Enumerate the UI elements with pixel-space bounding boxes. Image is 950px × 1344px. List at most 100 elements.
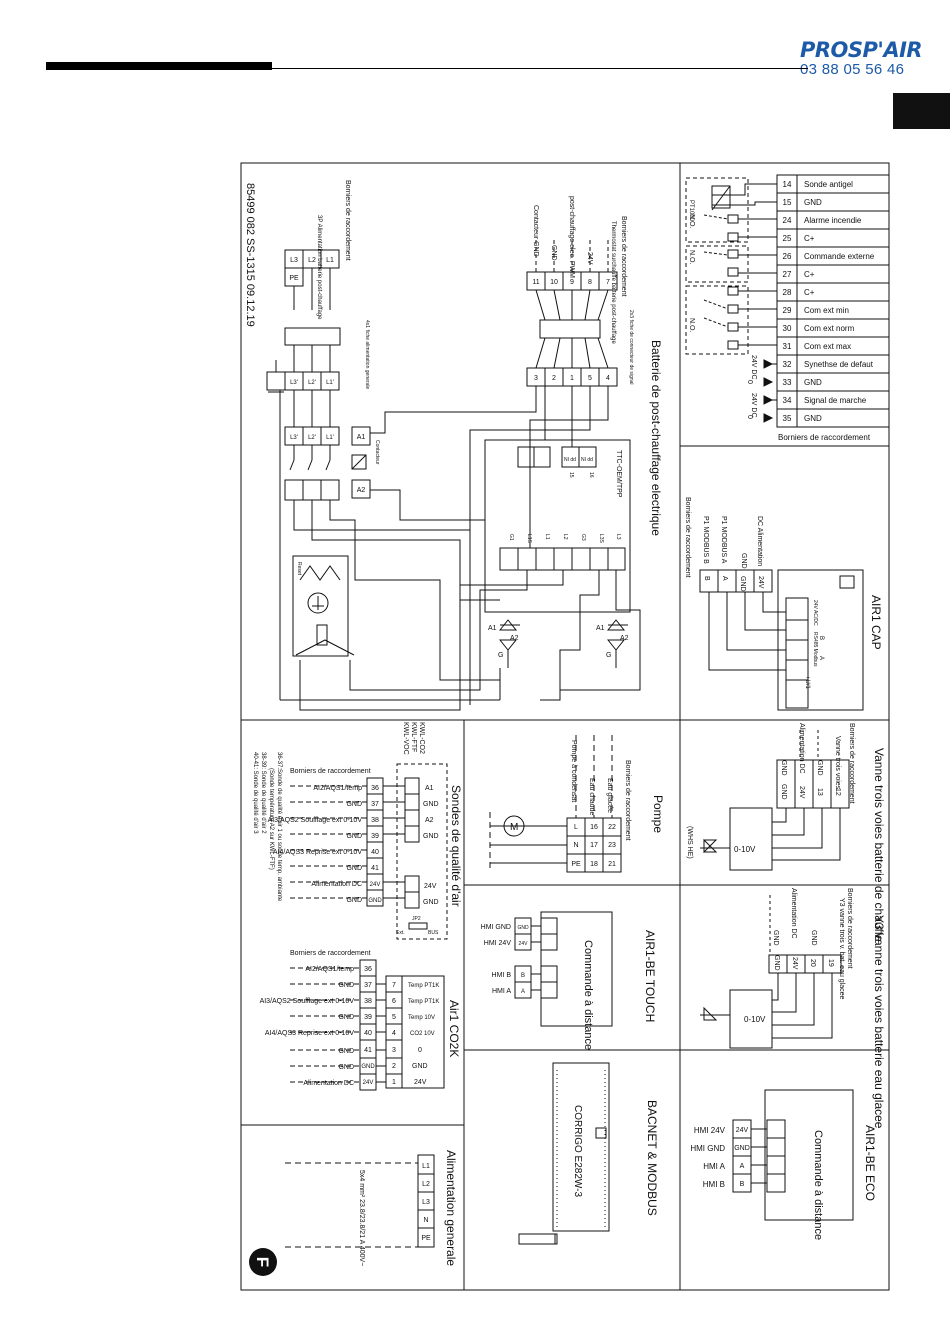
sondes-side-gnd1: GND bbox=[423, 801, 439, 808]
alim-term-l2: L2 bbox=[422, 1181, 430, 1188]
term-29: 29 bbox=[783, 306, 792, 315]
label-gnd-33: GND bbox=[804, 378, 822, 387]
co2k-pin-4: 4 bbox=[392, 1030, 396, 1037]
battery-pin-1: 1 bbox=[570, 375, 574, 382]
term-28: 28 bbox=[783, 288, 792, 297]
label-p1-modbus-b: P1 MODBUS B bbox=[702, 516, 709, 564]
battery-term-9: 9 bbox=[570, 279, 574, 286]
label-signal-marche: Signal de marche bbox=[804, 396, 867, 405]
co2k-term-38: 38 bbox=[364, 998, 372, 1005]
co2k-side-gnd: GND bbox=[412, 1063, 428, 1070]
sondes-model-voc: KWL-VOC bbox=[402, 722, 409, 755]
label-vanne-gnd2: GND bbox=[780, 760, 787, 776]
caption-sondes: Borniers de raccordement bbox=[290, 768, 371, 775]
y3-term-19: 19 bbox=[827, 959, 834, 967]
title-co2k: Air1 CO2K bbox=[447, 1000, 461, 1057]
label-c-plus-25: C+ bbox=[804, 234, 815, 243]
battery-pin-3: 3 bbox=[534, 375, 538, 382]
label-synthese-defaut: Synethse de defaut bbox=[804, 360, 874, 369]
eco-term-a: A bbox=[740, 1163, 745, 1170]
battery-power-plug-caption: 4x1 fiche alimentation generale bbox=[364, 320, 370, 389]
battery-row-pwm: post-chauffage elec. PWM bbox=[568, 196, 575, 278]
touch-term-b: B bbox=[521, 973, 525, 979]
triac2-a1: A1 bbox=[596, 625, 605, 632]
label-sonde-antigel: Sonde antigel bbox=[804, 180, 853, 189]
eco-term-gnd: GND bbox=[734, 1145, 750, 1152]
co2k-pin-6: 6 bbox=[392, 998, 396, 1005]
battery-term-l3: L3 bbox=[290, 257, 298, 264]
sondes-label-gnd39: GND bbox=[346, 833, 362, 840]
pompe-term-18: 18 bbox=[590, 861, 598, 868]
battery-contactor-a2: A2 bbox=[357, 487, 366, 494]
label-zero-2: 0 bbox=[746, 415, 753, 419]
label-p1-modbus-a: P1 MODBUS A bbox=[720, 516, 727, 564]
label-commande-externe: Commande externe bbox=[804, 252, 875, 261]
label-zero-1: 0 bbox=[746, 380, 753, 384]
caption-borniers-top: Borniers de raccordement bbox=[778, 433, 871, 442]
battery-row-gnd: GND bbox=[550, 245, 557, 261]
sondes-label-ai3: AI3/AQS2 Soufflage ext 0-10V bbox=[268, 817, 363, 824]
battery-contactor-label: Contacteur bbox=[374, 440, 380, 465]
term-32: 32 bbox=[783, 360, 792, 369]
cap-inner-rs485: RS485 Modbus bbox=[812, 632, 818, 667]
battery-contactor-a1: A1 bbox=[357, 434, 366, 441]
triac1-a1: A1 bbox=[488, 625, 497, 632]
label-com-ext-norm: Com ext norm bbox=[804, 324, 855, 333]
sondes-term-36: 36 bbox=[371, 785, 379, 792]
sondes-note-4: 40-41: Sonde de qualité d'air 3 bbox=[252, 752, 258, 834]
co2k-label-ai2: AI2/AQS1/temp bbox=[305, 966, 354, 973]
pompe-motor-m: M bbox=[510, 822, 518, 833]
battery-power-desc: 3P Alimentation batterie post-chauffage bbox=[316, 215, 322, 320]
vanne-term-gnd: GND bbox=[780, 784, 787, 800]
cap-inner-power: 24V AC/DC bbox=[812, 600, 818, 626]
label-24vdc-2: 24V DC bbox=[750, 393, 757, 418]
sondes-side-a2: A2 bbox=[425, 817, 434, 824]
ttc-pin-l1s: L1S bbox=[526, 534, 532, 544]
term-24: 24 bbox=[783, 216, 792, 225]
co2k-term-37: 37 bbox=[364, 982, 372, 989]
co2k-side-temp-pt1k-b: Temp PT1K bbox=[408, 999, 439, 1005]
label-y3-gnd: GND bbox=[810, 930, 817, 946]
label-cap-gnd: GND bbox=[740, 553, 747, 569]
ttc-pin-l1: L1 bbox=[544, 534, 550, 540]
pompe-term-22: 22 bbox=[608, 824, 616, 831]
co2k-pin-1: 1 bbox=[392, 1079, 396, 1086]
badge-letter: F bbox=[253, 1257, 272, 1267]
battery-term-11: 11 bbox=[532, 279, 539, 286]
title-sondes: Sondes de qualité d'air bbox=[449, 785, 463, 907]
label-dc-alim: DC Alimentation bbox=[756, 516, 763, 566]
term-15: 15 bbox=[783, 198, 792, 207]
touch-label-hmib: HMI B bbox=[492, 972, 512, 979]
caption-battery-signal: Borniers de raccordement bbox=[620, 216, 627, 297]
co2k-pin-5: 5 bbox=[392, 1014, 396, 1021]
label-com-ext-max: Com ext max bbox=[804, 342, 851, 351]
title-y3-vanne: Y3 vanne trois voies batterie eau glacee bbox=[872, 915, 886, 1129]
term-14: 14 bbox=[783, 180, 792, 189]
ttc-pin-l2: L2 bbox=[562, 534, 568, 540]
pompe-term-21: 21 bbox=[608, 861, 616, 868]
label-y3-gnd2: GND bbox=[772, 930, 779, 946]
term-35: 35 bbox=[783, 414, 792, 423]
label-c-plus-27: C+ bbox=[804, 270, 815, 279]
ttc-pin-l3: L3 bbox=[615, 534, 621, 540]
touch-label-hmi24v: HMI 24V bbox=[484, 940, 512, 947]
caption-air1-cap: Borniers de raccordement bbox=[684, 497, 691, 578]
ttc-ni-2: NI dd bbox=[581, 457, 593, 463]
label-vanne-alim: Alimentation DC bbox=[798, 723, 805, 774]
title-vanne-chaud: Vanne trois voies batterie de chauffe bbox=[872, 748, 886, 942]
ttc-pin-g3: G3 bbox=[580, 534, 586, 541]
battery-reset-label: Reset bbox=[296, 562, 302, 576]
sondes-note-2: (Sonde température A2 sur KWL-FTF) bbox=[268, 768, 274, 870]
label-vanne-gnd: GND bbox=[816, 760, 823, 776]
alim-term-l3: L3 bbox=[422, 1199, 430, 1206]
battery-pin-4: 4 bbox=[606, 375, 610, 382]
touch-term-gnd: GND bbox=[517, 925, 529, 931]
term-34: 34 bbox=[783, 396, 792, 405]
battery-term-7: 7 bbox=[606, 279, 610, 286]
battery-term-l2: L2 bbox=[308, 257, 316, 264]
battery-ttc-label: TTC-OEM/TPP bbox=[615, 450, 622, 498]
header-rule-thick bbox=[46, 62, 272, 70]
sondes-label-ai2: AI2/AQS1/temp bbox=[313, 785, 362, 792]
title-pompe: Pompe bbox=[651, 795, 665, 833]
pompe-term-n: N bbox=[573, 842, 578, 849]
